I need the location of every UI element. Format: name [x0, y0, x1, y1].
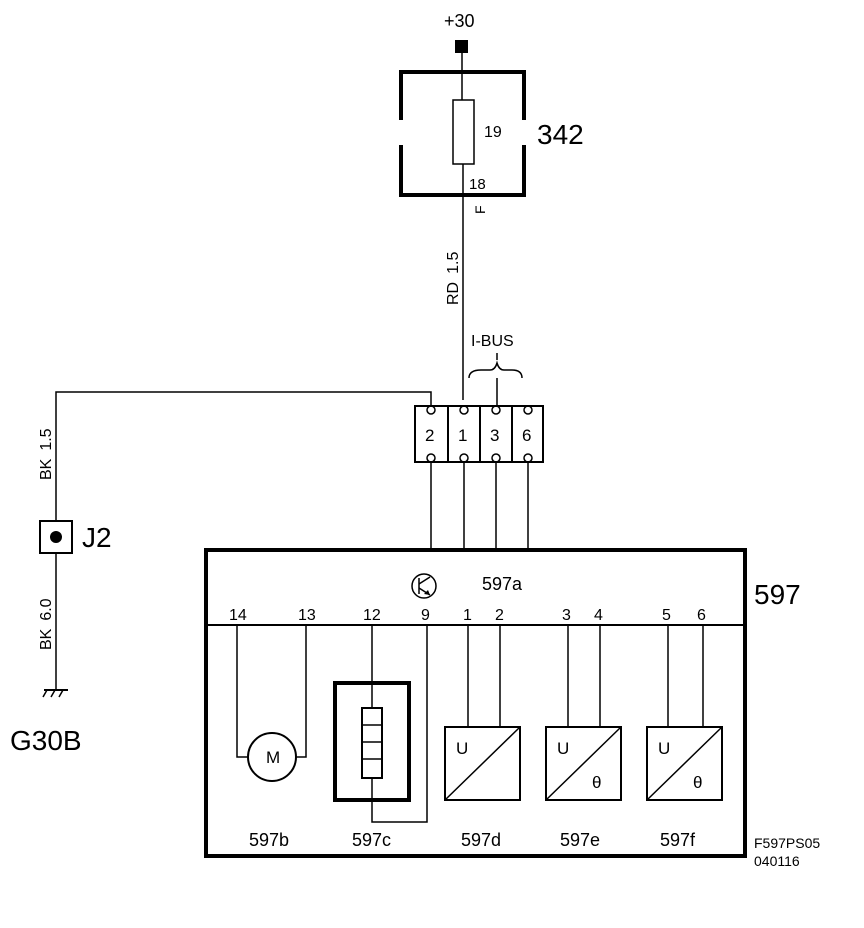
- module-main-id: 597a: [482, 574, 523, 594]
- converter-e-icon: [545, 726, 622, 801]
- wire-size-rd: 1.5: [445, 252, 462, 274]
- motor-wire-13: [296, 625, 307, 758]
- converter-d-icon: [444, 726, 521, 801]
- connector-pin-1: 1: [458, 426, 467, 445]
- fuse-box-id: 342: [537, 119, 584, 150]
- ground-symbol: [42, 689, 68, 698]
- sub-label-597f: 597f: [660, 830, 696, 850]
- sub-label-597e: 597e: [560, 830, 600, 850]
- connector-pin-2: 2: [425, 426, 434, 445]
- module-pin-12: 12: [363, 607, 381, 624]
- wire-label-bk-upper: BK 1.5: [38, 428, 55, 480]
- module-597: [204, 548, 747, 858]
- module-pin-1: 1: [463, 607, 472, 624]
- fuse-output-tag: F: [472, 205, 488, 214]
- junction-dot: [50, 531, 62, 543]
- footer-code: F597PS05: [754, 835, 820, 851]
- converter-d-u: U: [456, 739, 468, 758]
- fuse-box-342: [399, 70, 526, 400]
- ground-label: G30B: [10, 725, 82, 756]
- ground-wire-upper: [55, 391, 432, 520]
- ibus-label: I-BUS: [471, 333, 514, 350]
- module-pin-14: 14: [229, 607, 247, 624]
- footer-date: 040116: [754, 853, 800, 869]
- sub-label-597d: 597d: [461, 830, 501, 850]
- module-id: 597: [754, 579, 801, 610]
- motor-wire-14: [236, 625, 248, 758]
- converter-f-u: U: [658, 739, 670, 758]
- fuse-output-pin: 18: [469, 176, 486, 193]
- junction-label: J2: [82, 522, 112, 553]
- supply-label: +30: [444, 11, 475, 31]
- converter-e-u: U: [557, 739, 569, 758]
- connector-pin-3: 3: [490, 426, 499, 445]
- module-pin-13: 13: [298, 607, 316, 624]
- converter-f-icon: [646, 726, 723, 801]
- module-pin-3: 3: [562, 607, 571, 624]
- fuse-19: [452, 99, 475, 165]
- wire-size-bk-lower: 6.0: [38, 598, 55, 620]
- wire-color-bk-upper: BK: [38, 458, 55, 480]
- module-pin-5: 5: [662, 607, 671, 624]
- supply-terminal: [455, 40, 468, 53]
- sub-label-597c: 597c: [352, 830, 391, 850]
- fuse-number: 19: [484, 124, 502, 141]
- connector-pin-6: 6: [522, 426, 531, 445]
- module-pin-2: 2: [495, 607, 504, 624]
- wire-label-rd: RD 1.5: [445, 252, 462, 305]
- wire-color-bk-lower: BK: [38, 628, 55, 650]
- motor-symbol: M: [266, 748, 280, 767]
- sub-label-597b: 597b: [249, 830, 289, 850]
- transistor-icon: [411, 573, 437, 599]
- heater-element-icon: [361, 707, 383, 779]
- ibus-brace: [468, 360, 523, 379]
- converter-e-theta: θ: [592, 773, 601, 792]
- heater-wire-9: [371, 625, 428, 823]
- module-pin-6: 6: [697, 607, 706, 624]
- wire-size-bk-upper: 1.5: [38, 428, 55, 450]
- module-pin-4: 4: [594, 607, 603, 624]
- converter-f-theta: θ: [693, 773, 702, 792]
- module-pin-9: 9: [421, 607, 430, 624]
- wire-color-rd: RD: [445, 282, 462, 305]
- wire-label-bk-lower: BK 6.0: [38, 598, 55, 650]
- motor-icon: [247, 732, 297, 782]
